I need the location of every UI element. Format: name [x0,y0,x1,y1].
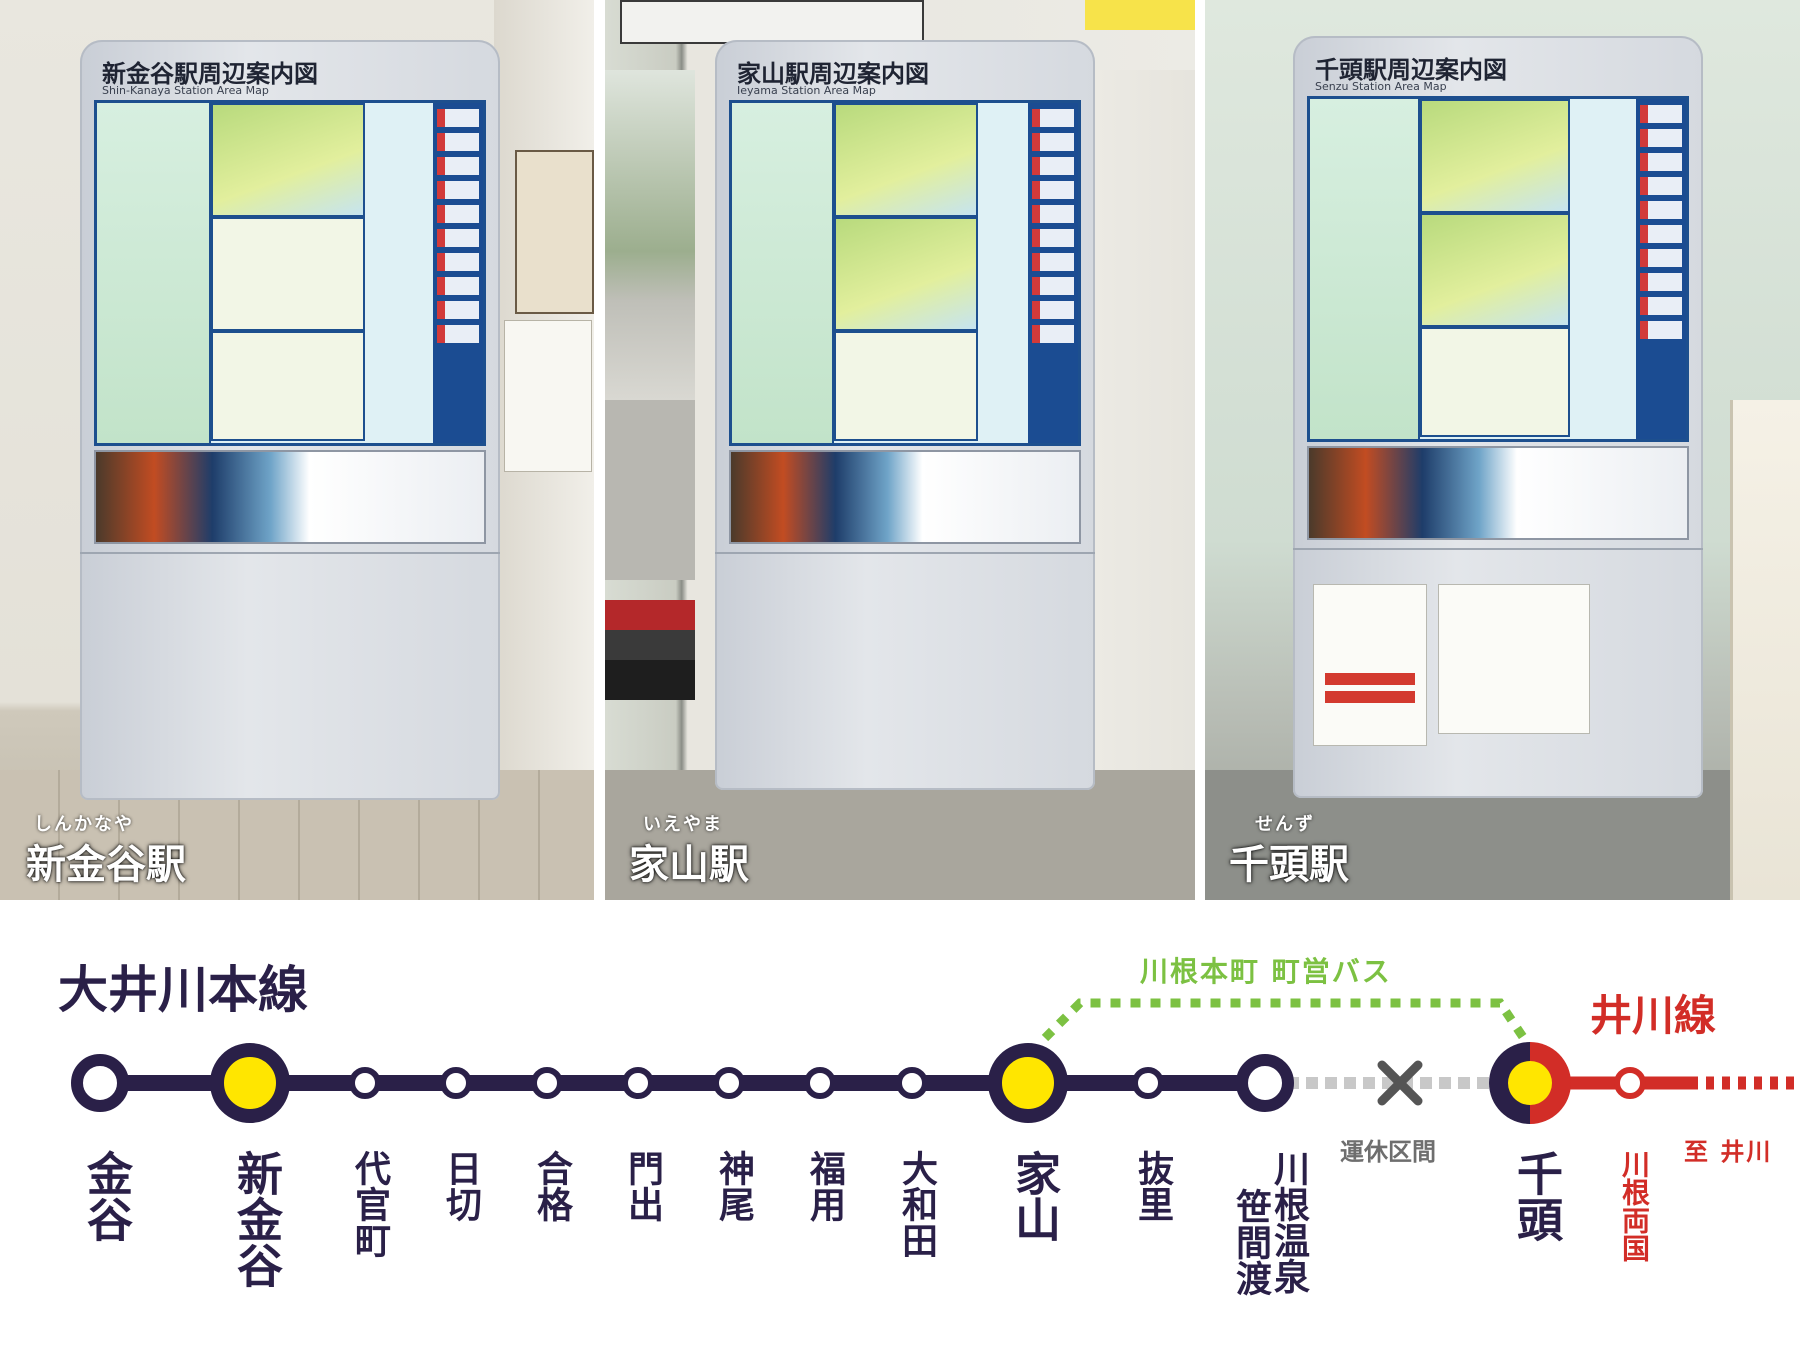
station-marker-goukaku [531,1067,563,1099]
ikawa-line-label: 井川線 [1590,991,1717,1040]
station-marker-ieyama [988,1043,1068,1123]
station-caption: 千頭駅 [1229,842,1349,888]
station-marker-kamio [713,1067,745,1099]
station-caption: 家山駅 [629,842,749,888]
map-inset-top [834,103,978,217]
concrete-wall [605,400,695,580]
notice-poster-right [1438,584,1590,734]
bulletin-board [515,150,594,314]
sign-title: 千頭駅周辺案内図 [1315,56,1507,84]
station-marker-kadode [622,1067,654,1099]
station-caption: 新金谷駅 [26,842,186,888]
map-index [1028,103,1078,443]
route-diagram [71,998,1800,1124]
station-marker-nukuri [1132,1067,1164,1099]
station-name-shin-kanaya: 新金谷 [230,1150,284,1288]
floor [605,770,1195,900]
advertisement-panel [1307,446,1689,540]
sign-title: 家山駅周辺案内図 [737,60,929,88]
station-name-nukuri: 抜里 [1132,1150,1173,1222]
station-name-kawane-ryogoku: 川根両国 [1618,1150,1651,1262]
photo-shin-kanaya: 新金谷駅周辺案内図 Shin-Kanaya Station Area Map し… [0,0,594,900]
advertisement-panel [729,450,1081,544]
area-map-kiosk: 千頭駅周辺案内図 Senzu Station Area Map [1293,36,1703,798]
map-inset-bottom [211,331,365,441]
bus-route-line [1041,998,1529,1043]
sign-title: 新金谷駅周辺案内図 [102,60,318,88]
photo-senzu: 千頭駅周辺案内図 Senzu Station Area Map せんず 千頭駅 [1205,0,1800,900]
area-map [1307,96,1689,442]
station-name-line2: 笹間渡 [1230,1188,1271,1296]
station-marker-wada [896,1067,928,1099]
suspended-x-icon [1377,1060,1423,1106]
map-inset-top [211,103,365,217]
sign-subtitle: Ieyama Station Area Map [737,84,876,97]
station-ruby: いえやま [643,814,723,835]
station-ruby: しんかなや [34,814,134,835]
station-marker-kanaya [71,1054,129,1112]
station-ruby: せんず [1255,814,1315,835]
map-route-column [97,103,211,443]
station-name-higiri: 日切 [440,1150,481,1222]
station-name-wada: 大和田 [896,1150,937,1258]
door-frame [1075,70,1195,770]
station-name-kawane-onsen-sasamado: 川根温泉 笹間渡 [1222,1150,1312,1320]
station-marker-senzu [1489,1042,1571,1124]
map-inset-middle [834,217,978,331]
station-marker-higiri [440,1067,472,1099]
photo-ieyama: 家山駅周辺案内図 Ieyama Station Area Map いえやま 家山… [605,0,1195,900]
bus-route-label: 川根本町 町営バス [1140,955,1392,988]
window-view [605,70,695,400]
sign-subtitle: Shin-Kanaya Station Area Map [102,84,269,97]
station-marker-fukuyou [804,1067,836,1099]
map-inset-top [1420,99,1570,213]
station-name-goukaku: 合格 [531,1150,572,1222]
station-name-senzu: 千頭 [1510,1150,1564,1242]
map-index [433,103,483,443]
station-marker-daikancho [349,1067,381,1099]
map-index [1636,99,1686,439]
map-inset-bottom [1420,327,1570,437]
station-name-ieyama: 家山 [1008,1150,1062,1242]
panel-divider [715,552,1095,554]
area-map [94,100,486,446]
station-name-kanaya: 金谷 [80,1150,134,1242]
train-model [605,600,695,700]
line-title: 大井川本線 [58,961,308,1019]
station-name-kamio: 神尾 [713,1150,754,1222]
station-name-kadode: 門出 [622,1150,663,1222]
station-name-fukuyou: 福用 [804,1150,845,1222]
station-marker-kawane-ryogoku [1614,1067,1646,1099]
panel-divider [80,552,500,554]
bus-stop-notice [1085,0,1195,30]
station-name-line1: 川根温泉 [1268,1150,1309,1294]
station-marker-shin-kanaya [210,1043,290,1123]
area-map [729,100,1081,446]
display-stand [1730,400,1800,900]
map-inset-middle [211,217,365,331]
notice-board [504,320,592,472]
notice-poster-left [1313,584,1427,746]
station-name-daikancho: 代官町 [349,1150,390,1258]
advertisement-panel [94,450,486,544]
area-map-kiosk: 家山駅周辺案内図 Ieyama Station Area Map [715,40,1095,790]
map-inset-bottom [834,331,978,441]
station-marker-kawane-onsen [1236,1054,1294,1112]
area-map-kiosk: 新金谷駅周辺案内図 Shin-Kanaya Station Area Map [80,40,500,800]
panel-divider [1293,548,1703,550]
sign-subtitle: Senzu Station Area Map [1315,80,1447,93]
suspended-section-label: 運休区間 [1340,1138,1436,1166]
to-ikawa-label: 至 井川 [1684,1138,1773,1166]
map-route-column [732,103,834,443]
station-sign-board [620,0,924,44]
map-route-column [1310,99,1420,439]
map-inset-middle [1420,213,1570,327]
